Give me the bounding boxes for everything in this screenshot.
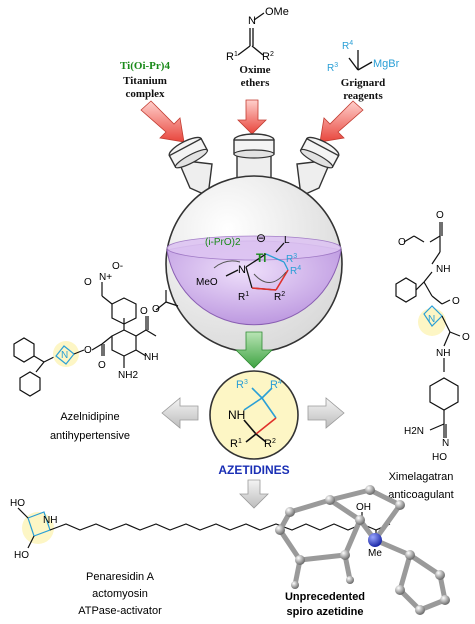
flask-ti-label: Ti (256, 251, 266, 265)
red-arrow-titanium (140, 100, 185, 143)
three-neck-flask (165, 133, 343, 353)
ximelagatran-structure (395, 222, 461, 438)
penaresidin-activity-2: ATPase-activator (78, 605, 162, 617)
ximelagatran-ho: HO (432, 452, 447, 463)
ximelagatran-carbonyl-o: O (436, 210, 444, 221)
azelnidipine-azetidine-n: N (61, 350, 68, 361)
red-arrow-oxime (237, 99, 267, 135)
flask-r4-label: R4 (290, 265, 301, 277)
flask-r2-label: R2 (274, 291, 285, 303)
flask-ligand-label: (i-PrO)2 (205, 237, 241, 248)
flask-meo-label: MeO (196, 277, 218, 288)
ximelagatran-azetidine-n: N (428, 314, 435, 325)
spiro-azetidine-3d-model (275, 485, 450, 615)
grignard-structure (348, 50, 373, 71)
azetidine-r2-label: R2 (264, 438, 276, 450)
ximelagatran-amide-o2: O (462, 332, 470, 343)
penaresidin-ho-bottom: HO (14, 550, 29, 561)
azelnidipine-structure (13, 282, 179, 397)
azelnidipine-ester-o3: O (84, 345, 92, 356)
gray-arrow-down (239, 479, 269, 509)
azetidine-nh-label: NH (228, 408, 245, 422)
titanacycle-structure (213, 242, 289, 291)
oxime-ether-structure (237, 12, 265, 56)
azelnidipine-ring-nh: NH (144, 352, 158, 363)
ximelagatran-amide-o: O (452, 296, 460, 307)
penaresidin-structure (17, 507, 391, 549)
azetidine-circle (209, 370, 299, 460)
ximelagatran-nh: NH (436, 264, 450, 275)
oxime-label-1: Oxime (239, 64, 271, 76)
flask-n-label: N (238, 264, 246, 276)
ximelagatran-h2n: H2N (404, 426, 424, 437)
flask-charge-label: ⊖ (256, 231, 266, 245)
penaresidin-name: Penaresidin A (86, 571, 155, 583)
azelnidipine-nitro-n: N+ (99, 272, 112, 283)
gray-arrow-right (307, 397, 345, 429)
oxime-r2-label: R2 (262, 51, 274, 63)
ximelagatran-ester-o: O (398, 237, 406, 248)
titanium-formula: Ti(Oi-Pr)4 (100, 60, 190, 72)
grignard-mgbr-label: MgBr (373, 58, 400, 70)
azelnidipine-nitro-o-minus: O- (112, 261, 123, 272)
gray-arrow-left (161, 397, 199, 429)
oxime-label-2: ethers (240, 77, 270, 89)
azelnidipine-ester-o2: O (152, 304, 160, 315)
ximelagatran-amidoxime-n: N (442, 438, 449, 449)
grignard-r3-label: R3 (327, 62, 338, 74)
ximelagatran-activity: anticoagulant (388, 489, 453, 501)
ximelagatran-name: Ximelagatran (389, 471, 454, 483)
flask-r3-label: R3 (286, 253, 297, 265)
azelnidipine-nitro-o: O (84, 277, 92, 288)
red-arrow-grignard (319, 100, 364, 143)
azelnidipine-ester-o4: O (98, 360, 106, 371)
penaresidin-ho-top: HO (10, 498, 25, 509)
penaresidin-nh: NH (43, 515, 57, 526)
penaresidin-me: Me (368, 548, 382, 559)
ximelagatran-amide-nh: NH (436, 348, 450, 359)
green-arrow-down (235, 331, 273, 369)
grignard-label-1: Grignard (340, 77, 386, 89)
oxime-n-atom: N (248, 15, 256, 27)
penaresidin-oh: OH (356, 502, 371, 513)
azetidine-ring (243, 387, 277, 443)
titanium-formula-text: Ti(Oi-Pr)4 (120, 60, 170, 72)
azelnidipine-ester-o1: O (140, 306, 148, 317)
azetidine-r1-label: R1 (230, 438, 242, 450)
azelnidipine-activity: antihypertensive (50, 430, 130, 442)
azelnidipine-name: Azelnidipine (60, 411, 119, 423)
azetidines-title: AZETIDINES (218, 463, 289, 477)
azetidine-r4-label: R4 (270, 379, 282, 391)
azetidine-r3-label: R3 (236, 379, 248, 391)
titanium-label-1: Titanium (123, 75, 167, 87)
grignard-r4-label: R4 (342, 40, 353, 52)
spiro-caption-1: Unprecedented (285, 591, 365, 603)
titanium-label-2: complex (125, 88, 165, 100)
flask-l-label: L (284, 235, 290, 246)
flask-r1-label: R1 (238, 291, 249, 303)
oxime-r1-label: R1 (226, 51, 238, 63)
penaresidin-activity-1: actomyosin (92, 588, 148, 600)
grignard-label-2: reagents (343, 90, 383, 102)
spiro-caption-2: spiro azetidine (286, 606, 363, 618)
oxime-ome-label: OMe (265, 6, 289, 18)
azelnidipine-nh2: NH2 (118, 370, 138, 381)
